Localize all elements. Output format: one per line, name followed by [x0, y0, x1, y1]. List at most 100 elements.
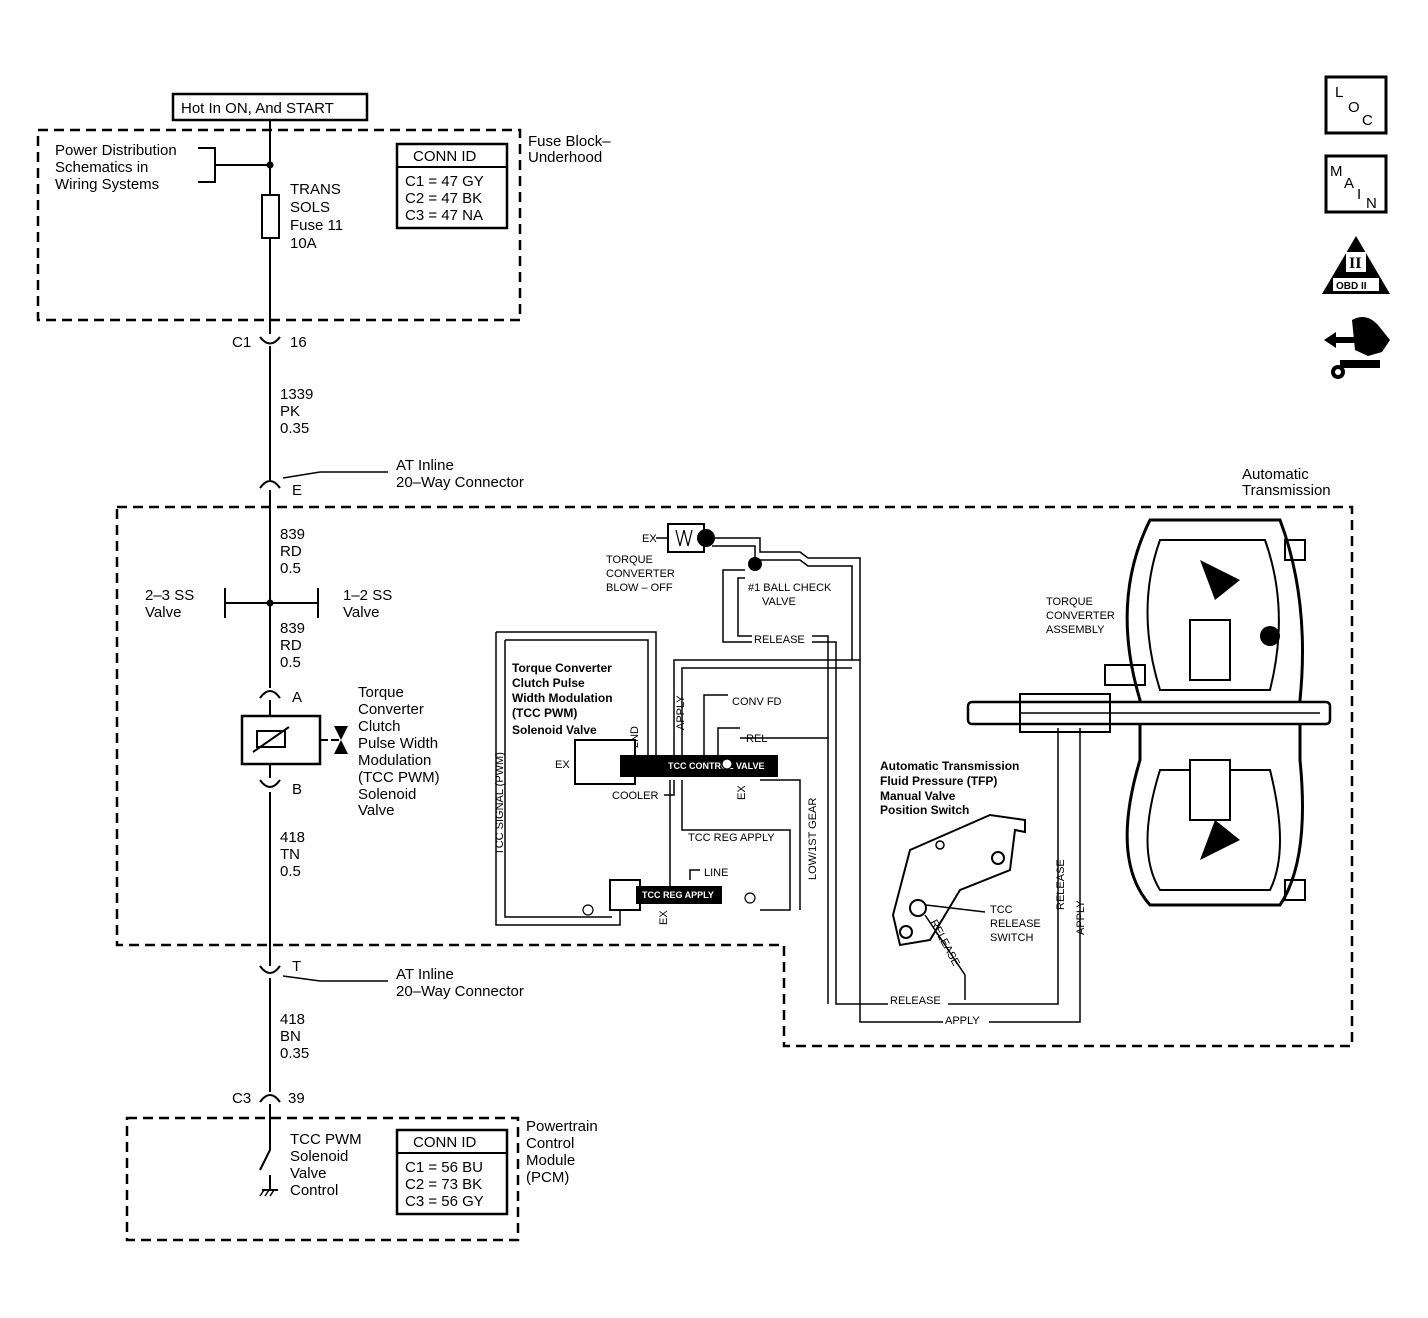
wire-839b-1: 839 [280, 620, 305, 637]
wire-418b-3: 0.35 [280, 1045, 309, 1062]
wire-418b-2: BN [280, 1028, 301, 1045]
ss-valve-right-1: 1–2 SS [343, 587, 392, 604]
wire-839b-3: 0.5 [280, 654, 301, 671]
hyd-release-diag: RELEASE [927, 918, 961, 968]
main-icon[interactable]: M A I N [1324, 154, 1388, 214]
hot-label: Hot In ON, And START [181, 100, 334, 117]
pcm-conn-c3: C3 = 56 GY [405, 1193, 484, 1210]
svg-text:C: C [1362, 112, 1373, 129]
hyd-ex-mid: EX [736, 785, 748, 800]
pcm-conn-id-title: CONN ID [413, 1134, 477, 1151]
fuse-symbol [261, 194, 280, 239]
fuse-conn-id-title: CONN ID [413, 148, 477, 165]
svg-text:A: A [1344, 175, 1354, 192]
fuse-conn-id-table [395, 142, 509, 230]
ss-valve-left-2: Valve [145, 604, 181, 621]
pin-c3: C3 [232, 1090, 251, 1107]
blowoff-label-1: TORQUE [606, 554, 653, 566]
pin-c1: C1 [232, 334, 251, 351]
wire-839a-3: 0.5 [280, 560, 301, 577]
tcc-release-switch-1: TCC [990, 904, 1013, 916]
fuse-label-1: TRANS [290, 181, 341, 198]
conv-fd-label: CONV FD [732, 696, 782, 708]
tcc-pwm-title-5: Solenoid Valve [512, 723, 597, 737]
solenoid-label-7: Solenoid [358, 786, 416, 803]
solenoid-label-4: Pulse Width [358, 735, 438, 752]
valve-symbol-icon [334, 726, 348, 754]
wire-839a-1: 839 [280, 526, 305, 543]
hyd-apply-right: APPLY [1075, 900, 1087, 935]
pcm-label-1: Powertrain [526, 1118, 598, 1135]
inline-connector2-label-1: AT Inline [396, 966, 454, 983]
connector-c1 [259, 336, 281, 345]
tcc-control-valve [620, 755, 778, 777]
blowoff-label-3: BLOW – OFF [606, 582, 673, 594]
fuse-block-box [36, 128, 522, 322]
svg-text:O: O [1348, 99, 1360, 116]
tcc-release-switch-3: SWITCH [990, 932, 1033, 944]
svg-text:L: L [1335, 84, 1343, 101]
fuse-block-label-1: Fuse Block– [528, 133, 611, 150]
loc-icon[interactable]: L O C [1324, 75, 1388, 135]
wire-839a-2: RD [280, 543, 302, 560]
line-label: LINE [704, 867, 728, 879]
connector-t [259, 965, 281, 974]
wire-1339-2: PK [280, 403, 300, 420]
pcm-control-3: Valve [290, 1165, 326, 1182]
pin-c1-number: 16 [290, 334, 307, 351]
ball-check-label-2: VALVE [762, 596, 796, 608]
obd-ii-icon[interactable]: II OBD II [1322, 236, 1390, 294]
fuse-conn-c2: C2 = 47 BK [405, 190, 482, 207]
pin-t: T [292, 958, 301, 975]
wire-418a-1: 418 [280, 829, 305, 846]
tcc-pwm-title-3: Width Modulation [512, 691, 613, 705]
auto-trans-label-1: Automatic [1242, 466, 1309, 483]
wire-1339-1: 1339 [280, 386, 313, 403]
hyd-release-right: RELEASE [1055, 859, 1067, 910]
fuse-label-3: Fuse 11 [290, 217, 343, 234]
auto-trans-label-2: Transmission [1242, 482, 1331, 499]
ss-valve-right-2: Valve [343, 604, 379, 621]
wire-839b-2: RD [280, 637, 302, 654]
hyd-release-top: RELEASE [754, 634, 805, 646]
connector-b [259, 779, 281, 788]
solenoid-label-8: Valve [358, 802, 394, 819]
hyd-ex-bottom: EX [658, 910, 670, 925]
solenoid-label-2: Converter [358, 701, 424, 718]
rel-label: REL [746, 733, 767, 745]
power-ref-2: Schematics in [55, 159, 148, 176]
repair-icon[interactable] [1324, 316, 1390, 379]
connector-a [259, 690, 281, 699]
svg-text:OBD II: OBD II [1336, 281, 1367, 292]
pcm-label-3: Module [526, 1152, 575, 1169]
fuse-block-label-2: Underhood [528, 149, 602, 166]
connector-e [259, 480, 281, 489]
power-ref-3: Wiring Systems [55, 176, 159, 193]
pcm-box [125, 1116, 520, 1242]
svg-text:M: M [1330, 163, 1343, 180]
inline-connector-label-2: 20–Way Connector [396, 474, 524, 491]
tcc-pwm-title-2: Clutch Pulse [512, 676, 585, 690]
low-gear-label: LOW/1ST GEAR [807, 798, 819, 880]
pcm-conn-id-table [395, 1128, 509, 1216]
inline-connector2-label-2: 20–Way Connector [396, 983, 524, 1000]
tfp-title-4: Position Switch [880, 803, 969, 817]
tcc-control-valve-label: TCC CONTROL VALVE [668, 761, 765, 771]
power-ref-bracket [198, 147, 216, 183]
pin-c3-number: 39 [288, 1090, 305, 1107]
ss-valve-left-1: 2–3 SS [145, 587, 194, 604]
wire-418a-2: TN [280, 846, 300, 863]
tcc-release-switch-2: RELEASE [990, 918, 1041, 930]
solenoid-label-1: Torque [358, 684, 404, 701]
pcm-control-4: Control [290, 1182, 338, 1199]
tc-assembly-label-3: ASSEMBLY [1046, 624, 1105, 636]
pcm-label-4: (PCM) [526, 1169, 569, 1186]
pcm-control-1: TCC PWM [290, 1131, 362, 1148]
cooler-label: COOLER [612, 790, 659, 802]
svg-text:II: II [1349, 255, 1361, 272]
tcc-pwm-title-1: Torque Converter [512, 661, 612, 675]
pin-b: B [292, 781, 302, 798]
solenoid-label-6: (TCC PWM) [358, 769, 440, 786]
svg-text:N: N [1366, 195, 1377, 212]
